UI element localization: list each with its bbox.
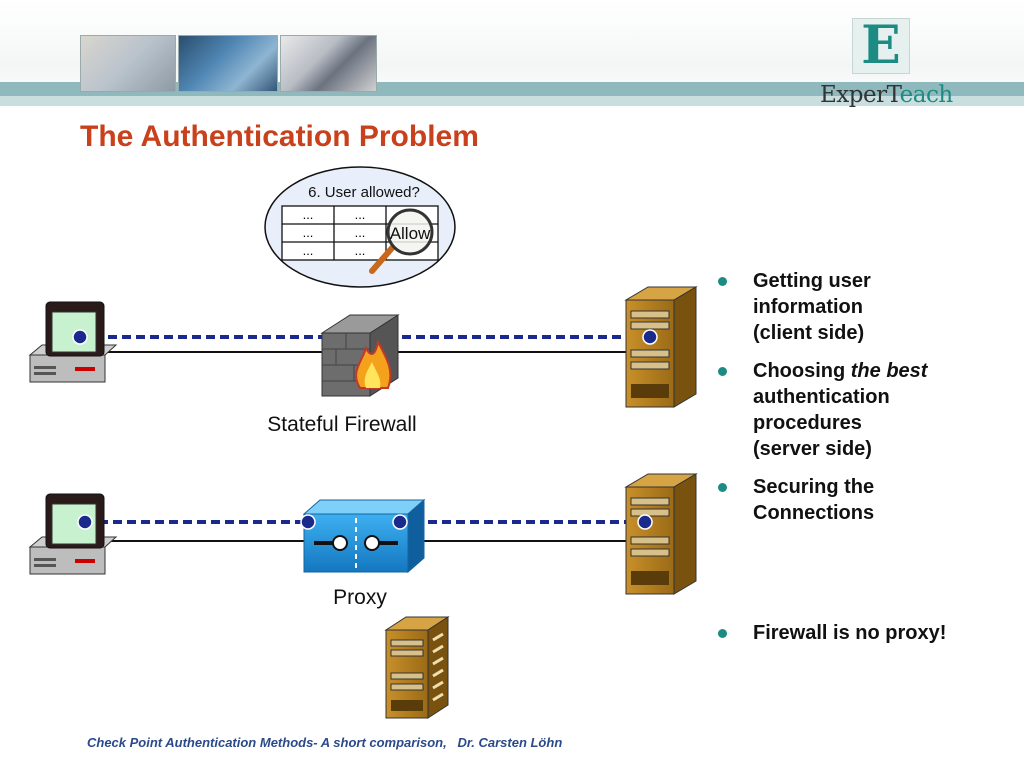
logo-letter: E — [861, 15, 901, 76]
logo-wordmark: ExperTeach — [820, 82, 953, 108]
firewall-label: Stateful Firewall — [267, 413, 416, 436]
endpoint-dot — [642, 329, 658, 345]
auth-bubble: 6. User allowed? ... ... ... ... ... ...… — [264, 166, 456, 288]
bullet-list: Getting user information (client side) C… — [716, 268, 1006, 646]
client-computer-bottom-icon — [28, 493, 118, 575]
magnifier-icon — [369, 208, 434, 274]
table-cell: ... — [355, 207, 366, 222]
bullet-line: authentication — [753, 386, 890, 408]
table-cell: ... — [355, 225, 366, 240]
table-cell: ... — [355, 243, 366, 258]
endpoint-dot — [72, 329, 88, 345]
header-photo-network — [178, 35, 278, 92]
endpoint-dot — [392, 514, 408, 530]
firewall-icon — [320, 314, 400, 397]
header-photo-people — [280, 35, 377, 92]
logo-text-part1: ExperT — [820, 82, 900, 108]
bullet-item: Firewall is no proxy! — [716, 620, 1006, 646]
bullet-line: Securing the — [753, 476, 875, 498]
header-photo-hands — [80, 35, 176, 92]
bullet-line: Getting user — [753, 270, 871, 292]
auth-server-icon — [384, 616, 450, 719]
bullet-line: Connections — [753, 502, 875, 524]
table-cell: ... — [303, 225, 314, 240]
bullet-line: Choosing the best — [753, 358, 1006, 384]
bullet-item: Getting user information (client side) — [716, 268, 1006, 346]
bullet-text: Choosing — [753, 360, 851, 382]
endpoint-dot — [637, 514, 653, 530]
header-stripe-light — [0, 96, 1024, 106]
bullet-line: Firewall is no proxy! — [753, 622, 947, 644]
endpoint-dot — [77, 514, 93, 530]
bullet-line: (server side) — [753, 438, 872, 460]
server-bottom-icon — [624, 473, 698, 595]
table-cell: ... — [303, 243, 314, 258]
bullet-emphasis: the best — [850, 360, 928, 382]
page-title: The Authentication Problem — [80, 120, 479, 153]
allow-label: Allow — [390, 224, 431, 243]
bullet-line: information — [753, 296, 863, 318]
bubble-title: 6. User allowed? — [308, 184, 420, 201]
experteach-logo: E — [852, 15, 910, 76]
proxy-icon — [302, 498, 426, 574]
server-top-icon — [624, 286, 698, 408]
logo-text-part2: each — [899, 82, 954, 108]
bullet-item: Securing the Connections — [716, 474, 1006, 526]
proxy-label: Proxy — [333, 586, 387, 609]
bullet-item: Choosing the best authentication procedu… — [716, 358, 1006, 462]
footer-text: Check Point Authentication Methods- A sh… — [87, 735, 563, 750]
endpoint-dot — [300, 514, 316, 530]
bullet-line: procedures — [753, 412, 862, 434]
bullet-line: (client side) — [753, 322, 865, 344]
client-computer-top-icon — [28, 301, 118, 383]
table-cell: ... — [303, 207, 314, 222]
